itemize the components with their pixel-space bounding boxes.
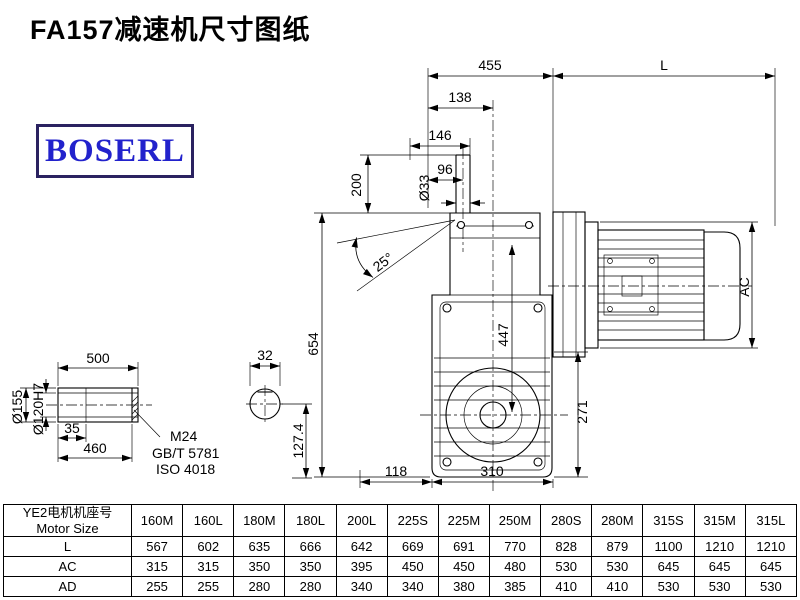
table-cell: 450 — [386, 556, 439, 578]
row-label: L — [3, 536, 132, 558]
table-cell: 315 — [182, 556, 235, 578]
technical-drawing: 455 L 138 146 96 Ø33 200 25° 654 447 271… — [9, 57, 776, 492]
column-header: 315S — [642, 503, 695, 538]
column-header: 225S — [386, 503, 439, 538]
dim-654-label: 654 — [305, 332, 321, 356]
table-cell: 666 — [284, 536, 337, 558]
table-cell: 1100 — [642, 536, 695, 558]
center-lines — [46, 100, 752, 492]
table-cell: 645 — [642, 556, 695, 578]
table-cell: 1210 — [693, 536, 746, 558]
column-header: 280S — [540, 503, 593, 538]
table-cell: 280 — [284, 576, 337, 598]
table-cell: 350 — [284, 556, 337, 578]
table-cell: 280 — [233, 576, 286, 598]
dim-32-label: 32 — [257, 347, 273, 363]
row-label: AD — [3, 576, 132, 598]
table-cell: 530 — [693, 576, 746, 598]
table-cell: 635 — [233, 536, 286, 558]
column-header: 160M — [130, 503, 184, 538]
dimension-lines — [22, 72, 775, 486]
input-shaft-end-view — [249, 388, 281, 420]
table-cell: 770 — [488, 536, 542, 558]
table-cell: 255 — [182, 576, 235, 598]
dim-447-label: 447 — [495, 323, 511, 347]
table-cell: 395 — [335, 556, 388, 578]
dim-146-label: 146 — [428, 127, 452, 143]
table-cell: 828 — [540, 536, 593, 558]
table-cell: 642 — [335, 536, 388, 558]
dim-138-label: 138 — [448, 89, 472, 105]
dim-310-label: 310 — [480, 463, 504, 479]
column-header: 250M — [488, 503, 542, 538]
column-header: 315L — [744, 503, 798, 538]
table-cell: 1210 — [744, 536, 798, 558]
table-cell: 691 — [437, 536, 490, 558]
table-cell: 380 — [437, 576, 490, 598]
dim-200-label: 200 — [348, 173, 364, 197]
table-cell: 410 — [540, 576, 593, 598]
table-cell: 645 — [744, 556, 798, 578]
table-cell: 315 — [130, 556, 184, 578]
logo-text: BOSERL — [45, 132, 185, 169]
table-cell: 450 — [437, 556, 490, 578]
row-label: AC — [3, 556, 132, 578]
table-cell: 530 — [642, 576, 695, 598]
thread-spec-label: M24 — [170, 428, 197, 444]
dim-dia120-label: Ø120H7 — [30, 383, 46, 435]
table-cell: 567 — [130, 536, 184, 558]
dimension-labels: 455 L 138 146 96 Ø33 200 25° 654 447 271… — [9, 57, 752, 479]
dim-dia33-label: Ø33 — [416, 175, 432, 202]
page-title: FA157减速机尺寸图纸 — [30, 15, 311, 45]
output-shaft-detail — [57, 387, 161, 438]
angle-dimension — [336, 219, 456, 292]
column-header: 315M — [693, 503, 746, 538]
gearbox-front-view — [431, 154, 553, 478]
column-header: 180L — [284, 503, 337, 538]
table-cell: 340 — [386, 576, 439, 598]
table-cell: 530 — [744, 576, 798, 598]
table-cell: 602 — [182, 536, 235, 558]
table-cell: 879 — [591, 536, 644, 558]
boserl-logo: BOSERL — [36, 124, 194, 178]
column-header: 225M — [437, 503, 490, 538]
dim-96-label: 96 — [437, 161, 453, 177]
table-cell: 410 — [591, 576, 644, 598]
table-cell: 480 — [488, 556, 542, 578]
table-cell: 530 — [540, 556, 593, 578]
column-header: 200L — [335, 503, 388, 538]
column-header: 280M — [591, 503, 644, 538]
dim-l-label: L — [660, 57, 668, 73]
dim-35-label: 35 — [64, 420, 80, 436]
table-cell: 385 — [488, 576, 542, 598]
dim-118-label: 118 — [385, 463, 408, 479]
motor-side-view — [552, 211, 741, 358]
dim-ac-label: AC — [736, 277, 752, 296]
table-cell: 669 — [386, 536, 439, 558]
standard-iso-label: ISO 4018 — [156, 461, 215, 477]
table-cell: 530 — [591, 556, 644, 578]
table-cell: 340 — [335, 576, 388, 598]
dim-460-label: 460 — [83, 440, 107, 456]
column-header: 180M — [233, 503, 286, 538]
dim-500-label: 500 — [86, 350, 110, 366]
table-cell: 645 — [693, 556, 746, 578]
dim-455-label: 455 — [478, 57, 502, 73]
standard-gb-label: GB/T 5781 — [152, 445, 220, 461]
dim-127-label: 127.4 — [290, 423, 306, 458]
column-header: 160L — [182, 503, 235, 538]
dim-271-label: 271 — [574, 400, 590, 424]
dim-25deg-label: 25° — [370, 249, 397, 275]
table-cell: 255 — [130, 576, 184, 598]
dim-dia155-label: Ø155 — [9, 390, 25, 424]
table-cell: 350 — [233, 556, 286, 578]
extension-lines — [20, 68, 776, 488]
